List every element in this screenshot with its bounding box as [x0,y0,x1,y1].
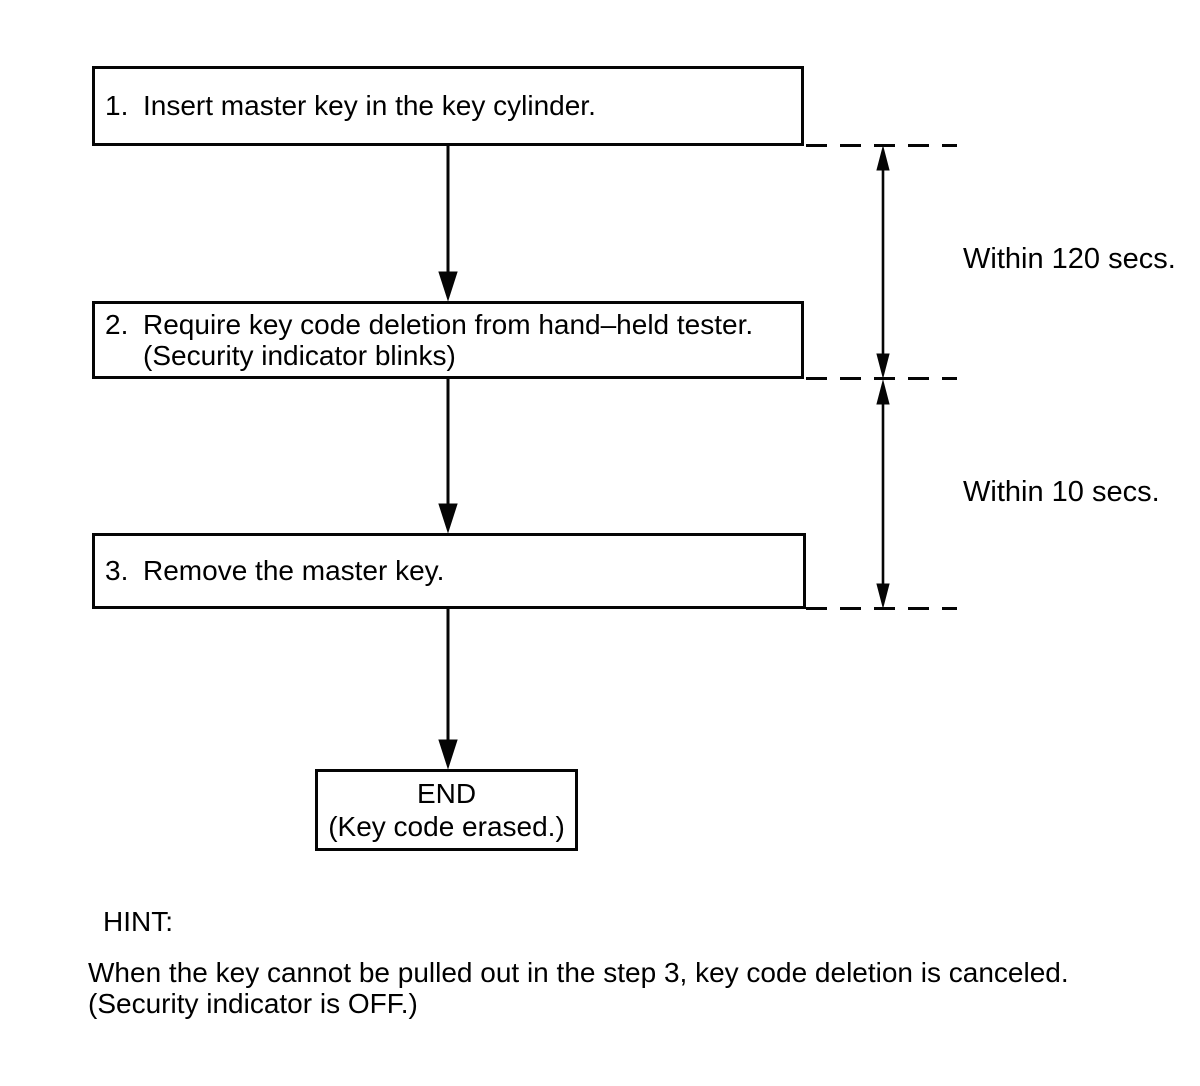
end-box: END (Key code erased.) [315,769,578,851]
step-1-text: Insert master key in the key cylinder. [143,90,596,121]
step-1-box: 1. Insert master key in the key cylinder… [92,66,804,146]
flow-arrow-3-head [438,739,458,770]
end-box-subtitle: (Key code erased.) [328,811,565,842]
end-box-title: END [416,778,477,809]
step-2-box: 2. Require key code deletion from hand–h… [92,301,804,379]
timing-label-10-secs: Within 10 secs. [963,476,1160,508]
step-2-line-2: (Security indicator blinks) [143,340,456,371]
hint-line-1: When the key cannot be pulled out in the… [88,957,1069,988]
step-3-text: Remove the master key. [143,555,445,586]
hint-heading: HINT: [103,906,173,937]
timing-arrow-1-head-up [876,145,890,171]
step-2-number: 2. [105,309,129,340]
step-1-content: 1. Insert master key in the key cylinder… [95,90,596,122]
step-2-line-1: Require key code deletion from hand–held… [143,309,754,340]
flow-arrow-2-head [438,503,458,534]
step-1-number: 1. [105,90,129,121]
step-2-text: Require key code deletion from hand–held… [143,309,753,371]
step-3-content: 3. Remove the master key. [95,555,444,587]
timing-arrow-2-head-down [876,583,890,609]
step-2-content: 2. Require key code deletion from hand–h… [95,309,753,371]
timing-arrow-1-head-down [876,353,890,379]
step-3-number: 3. [105,555,129,586]
timing-arrow-2-head-up [876,379,890,405]
step-3-box: 3. Remove the master key. [92,533,806,609]
hint-body: When the key cannot be pulled out in the… [88,957,1098,1019]
timing-label-120-secs: Within 120 secs. [963,243,1176,275]
hint-line-2: (Security indicator is OFF.) [88,988,418,1019]
flow-arrow-1-head [438,271,458,302]
